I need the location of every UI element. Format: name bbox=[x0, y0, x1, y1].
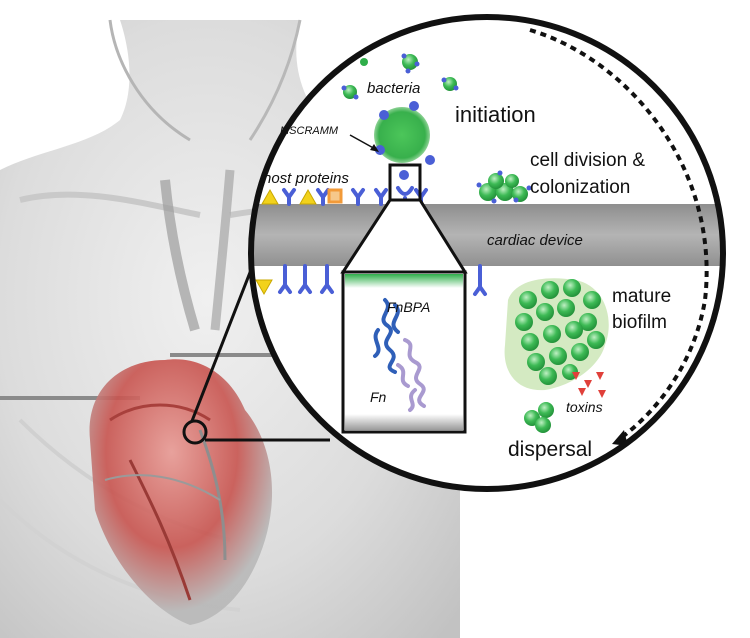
dispersal-cluster bbox=[524, 402, 554, 433]
host-proteins-bottom bbox=[251, 264, 487, 296]
label-fn: Fn bbox=[370, 389, 387, 405]
magnifier-ring bbox=[248, 14, 726, 492]
label-bacteria: bacteria bbox=[367, 80, 420, 97]
label-host-proteins: host proteins bbox=[263, 170, 349, 187]
bacteria-group bbox=[341, 53, 459, 100]
label-initiation: initiation bbox=[455, 102, 536, 127]
fn-structure bbox=[396, 338, 426, 412]
fnbpa-structure bbox=[373, 298, 400, 374]
label-cell-division-line1: cell division & bbox=[530, 150, 645, 171]
label-mature-line2: biofilm bbox=[612, 312, 667, 333]
colonizing-cluster bbox=[476, 170, 532, 204]
label-toxins: toxins bbox=[566, 399, 603, 415]
initiating-bacterium bbox=[374, 101, 435, 180]
label-fnbpa: FnBPA bbox=[387, 299, 430, 315]
zoom-source-marker bbox=[182, 419, 208, 445]
label-mature-line1: mature bbox=[612, 286, 671, 307]
label-cardiac-device: cardiac device bbox=[487, 232, 583, 249]
mature-biofilm bbox=[504, 278, 609, 391]
progression-arrow bbox=[529, 28, 709, 442]
heart-illustration bbox=[89, 359, 273, 625]
zoom-inset bbox=[341, 270, 467, 434]
label-cell-division-line2: colonization bbox=[530, 177, 630, 198]
magnified-view bbox=[248, 14, 726, 492]
label-mscramm: MSCRAMM bbox=[280, 125, 339, 137]
cardiac-device-band bbox=[251, 204, 723, 266]
toxins-group bbox=[572, 372, 606, 398]
label-dispersal: dispersal bbox=[508, 438, 592, 461]
